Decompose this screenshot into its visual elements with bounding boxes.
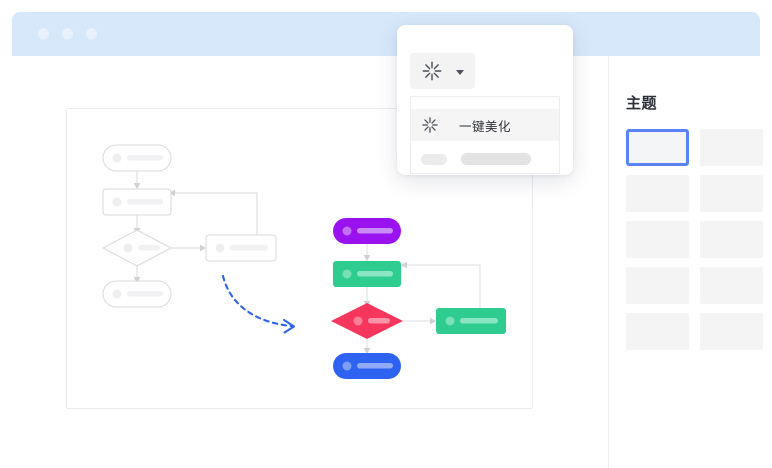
flowchart-svg	[101, 144, 506, 379]
chevron-down-icon	[456, 69, 464, 75]
styled-flowchart	[331, 218, 506, 379]
menu-top-padding	[411, 97, 559, 109]
dashed-transform-arrow	[221, 274, 296, 334]
beautify-button[interactable]	[410, 53, 475, 89]
plain-node-process-2	[205, 234, 277, 262]
theme-thumbnail-1[interactable]	[626, 129, 689, 166]
theme-thumbnail-5[interactable]	[626, 221, 689, 258]
styled-node-process-2	[436, 308, 506, 334]
styled-node-start	[333, 218, 401, 244]
close-dot[interactable]	[38, 28, 49, 40]
plain-node-end	[102, 280, 172, 308]
theme-thumbnail-4[interactable]	[700, 175, 763, 212]
theme-thumbnail-6[interactable]	[700, 221, 763, 258]
minimize-dot[interactable]	[62, 28, 73, 40]
plain-node-process-1	[102, 188, 172, 216]
sparkle-icon	[421, 116, 439, 134]
menu-item-label: 一键美化	[459, 119, 512, 134]
theme-thumbnail-2[interactable]	[700, 129, 763, 166]
beautify-dropdown-card: 一键美化	[397, 25, 573, 175]
theme-thumbnail-9[interactable]	[626, 313, 689, 350]
sparkle-icon	[421, 60, 443, 82]
panel-title: 主题	[626, 95, 658, 112]
plain-node-start	[102, 144, 172, 172]
menu-placeholder-row[interactable]	[411, 141, 559, 165]
plain-flowchart	[101, 144, 277, 308]
maximize-dot[interactable]	[86, 28, 97, 40]
placeholder-pill-large	[461, 153, 531, 165]
styled-node-decision	[331, 303, 403, 339]
theme-grid	[626, 129, 772, 350]
theme-thumbnail-7[interactable]	[626, 267, 689, 304]
window-controls	[38, 28, 97, 40]
beautify-menu: 一键美化	[410, 96, 560, 174]
placeholder-pill-small	[421, 153, 447, 165]
theme-thumbnail-8[interactable]	[700, 267, 763, 304]
menu-item-one-click-beautify[interactable]: 一键美化	[411, 109, 559, 141]
theme-thumbnail-10[interactable]	[700, 313, 763, 350]
styled-node-end	[333, 353, 401, 379]
theme-thumbnail-3[interactable]	[626, 175, 689, 212]
panel-divider	[608, 56, 609, 468]
styled-node-process-1	[333, 261, 401, 287]
plain-node-decision	[101, 229, 173, 267]
window-titlebar	[12, 12, 760, 56]
theme-panel: 主题	[626, 96, 772, 350]
